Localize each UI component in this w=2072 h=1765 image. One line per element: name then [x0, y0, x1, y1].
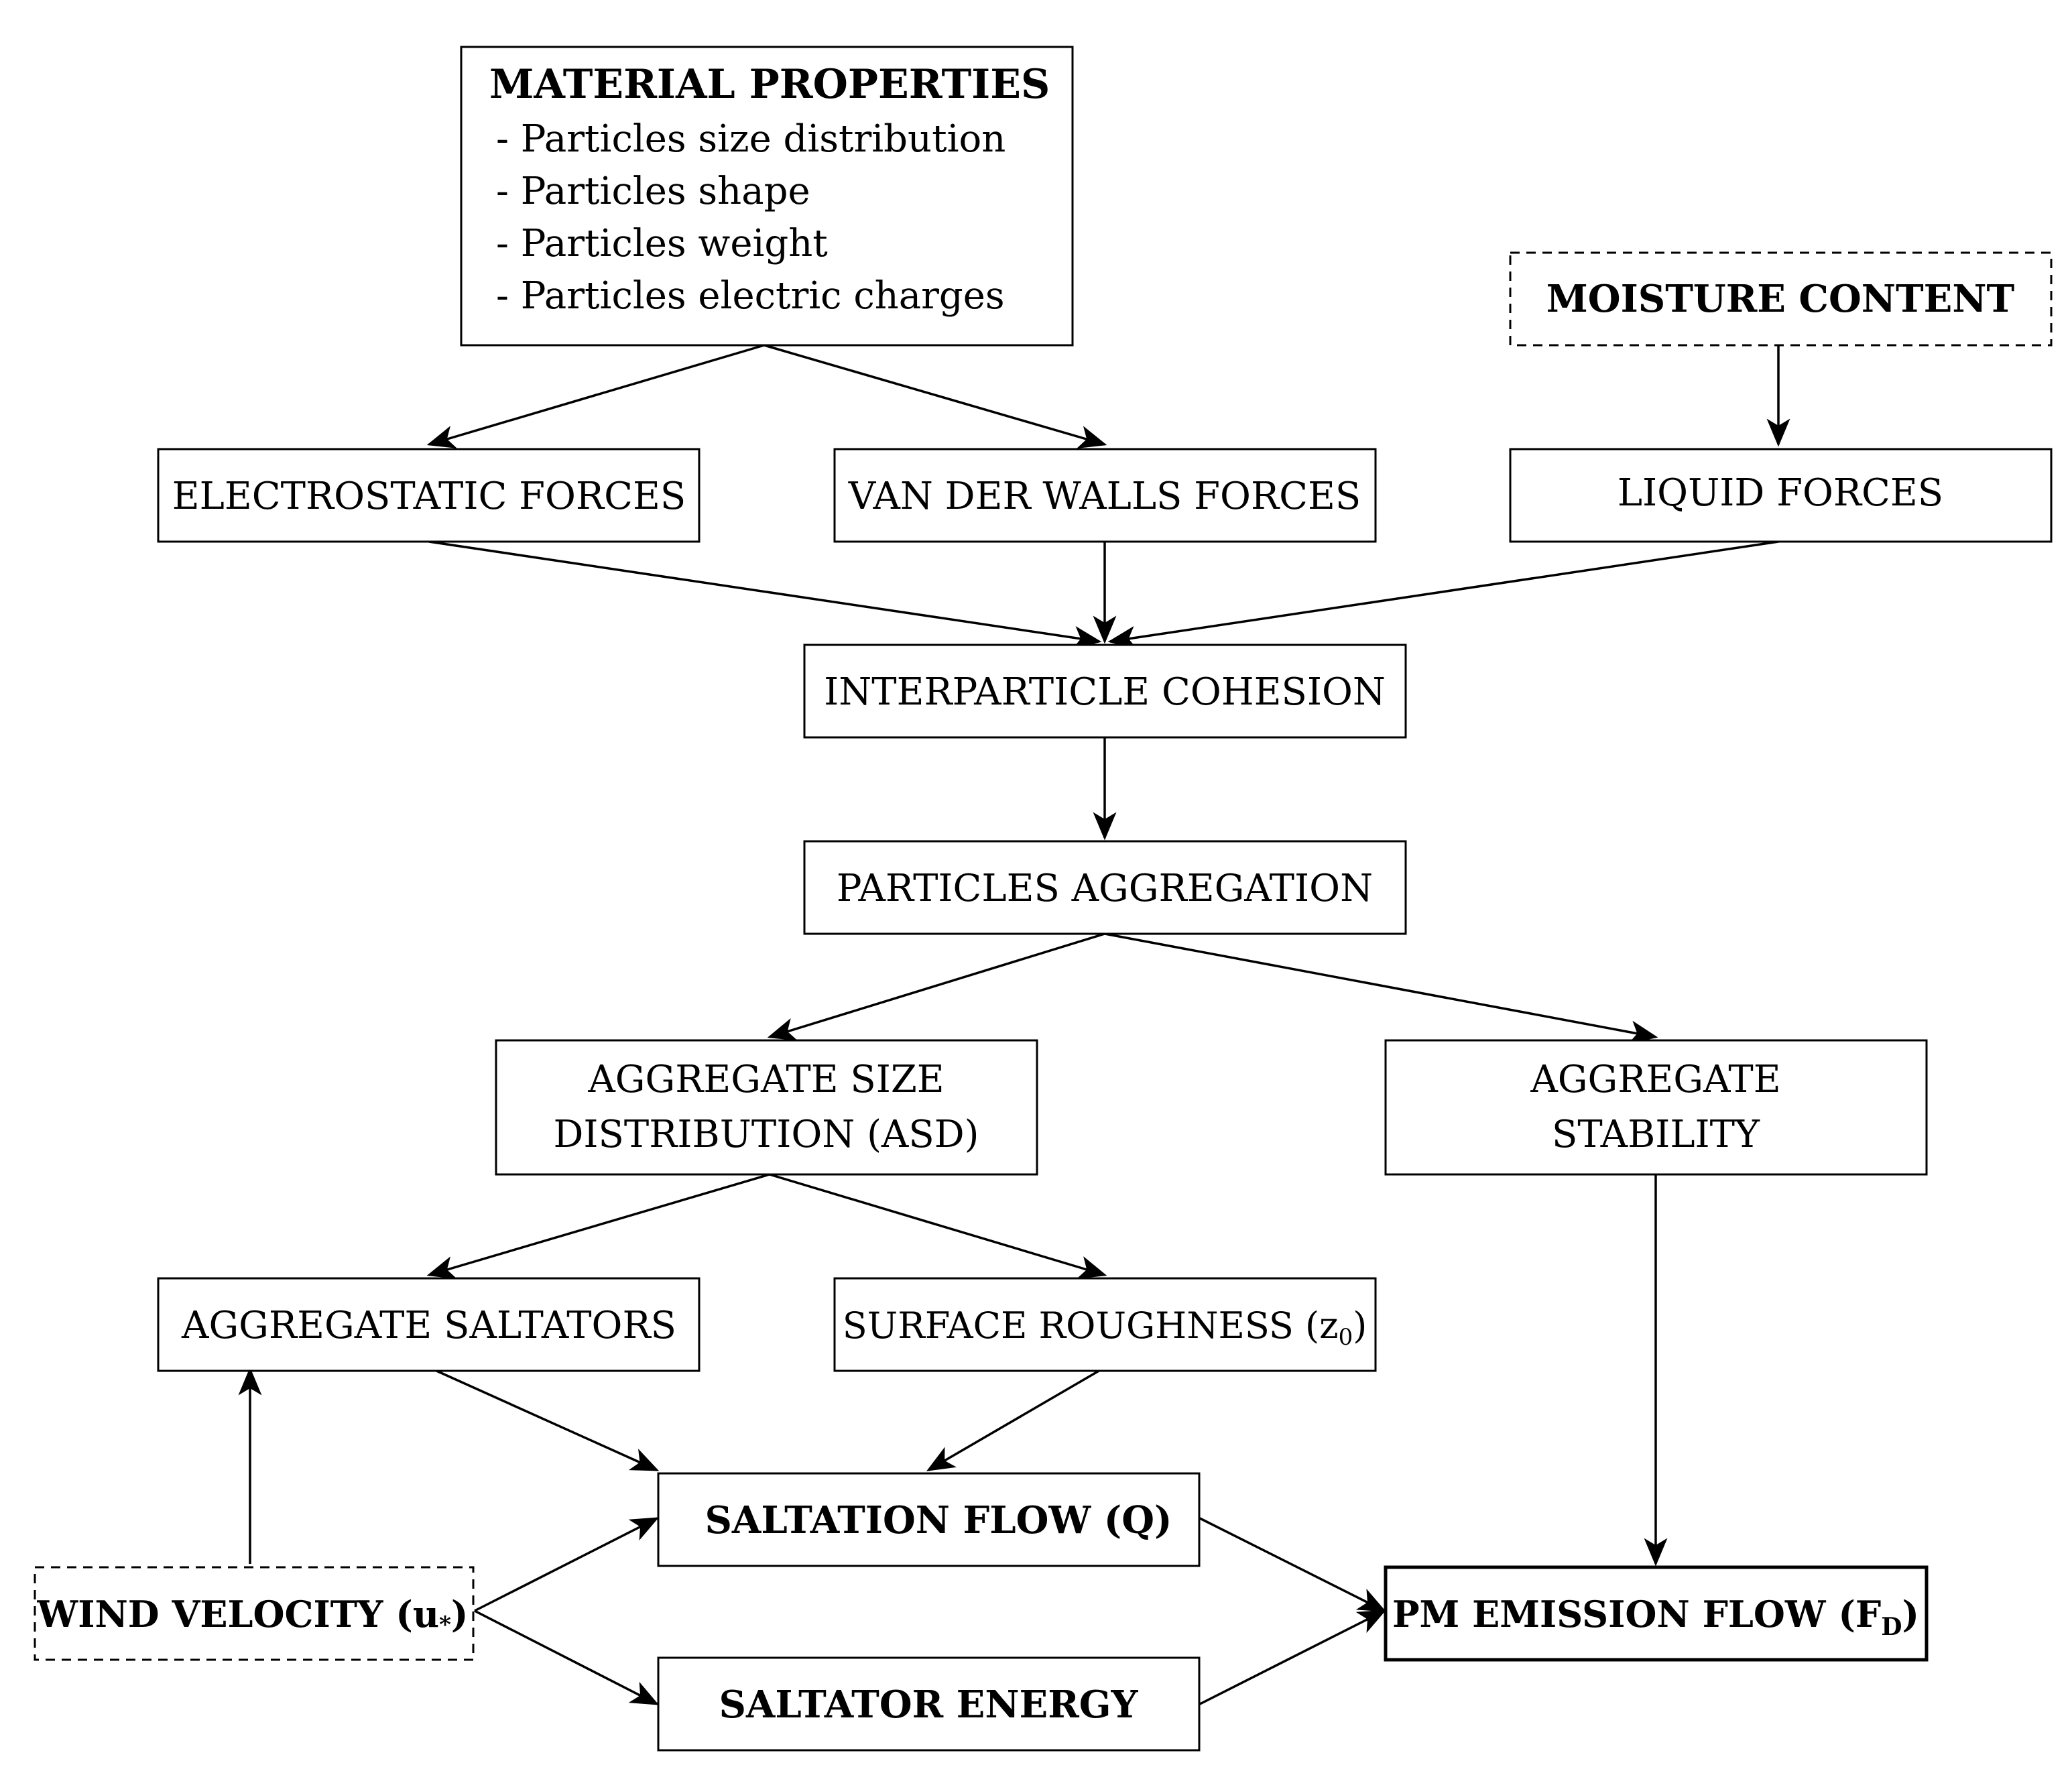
node-saltation-flow: SALTATION FLOW (Q): [657, 1472, 1201, 1567]
material-properties-title: MATERIAL PROPERTIES: [489, 61, 1050, 108]
material-properties-item: - Particles size distribution: [496, 117, 1005, 161]
liquid-forces-label: LIQUID FORCES: [1618, 471, 1943, 515]
node-aggregate-saltators: AGGREGATE SALTATORS: [157, 1277, 700, 1372]
interparticle-cohesion-label: INTERPARTICLE COHESION: [824, 670, 1386, 714]
edge-saltators-to-saltation: [428, 1366, 660, 1471]
surface-roughness-label: SURFACE ROUGHNESS (z0): [843, 1304, 1367, 1351]
asd-label-line1: AGGREGATE SIZE: [587, 1058, 944, 1101]
edge-electrostatic-to-cohesion: [428, 540, 1102, 650]
edge-liquid-to-cohesion: [1107, 540, 1779, 650]
material-properties-item: - Particles electric charges: [496, 274, 1005, 318]
stability-label-line2: STABILITY: [1552, 1113, 1760, 1156]
wind-velocity-label: WIND VELOCITY (u*): [37, 1593, 469, 1638]
node-surface-roughness: SURFACE ROUGHNESS (z0): [833, 1277, 1377, 1372]
edge-material-to-vanderwalls: [764, 344, 1107, 449]
edges: [238, 344, 1790, 1705]
stability-label-line1: AGGREGATE: [1530, 1058, 1780, 1101]
saltator-energy-label: SALTATOR ENERGY: [719, 1683, 1138, 1727]
asd-label-line2: DISTRIBUTION (ASD): [554, 1113, 979, 1156]
node-pm-emission-flow: PM EMISSION FLOW (FD): [1384, 1565, 1929, 1662]
edge-aggregation-to-stability: [1104, 932, 1658, 1044]
edge-roughness-to-saltation: [926, 1366, 1105, 1471]
material-properties-item: - Particles weight: [496, 222, 828, 265]
edge-wind-to-saltation: [474, 1517, 660, 1612]
edge-energy-to-pm: [1199, 1609, 1387, 1705]
electrostatic-forces-label: ELECTROSTATIC FORCES: [172, 475, 686, 518]
node-moisture-content: MOISTURE CONTENT: [1509, 251, 2053, 347]
aggregate-saltators-label: AGGREGATE SALTATORS: [181, 1304, 676, 1347]
particles-aggregation-label: PARTICLES AGGREGATION: [837, 867, 1373, 910]
node-vanderwalls-forces: VAN DER WALLS FORCES: [833, 448, 1377, 543]
node-saltator-energy: SALTATOR ENERGY: [657, 1656, 1201, 1752]
saltation-flow-label: SALTATION FLOW (Q): [705, 1498, 1172, 1542]
edge-asd-to-roughness: [769, 1173, 1107, 1279]
node-aggregate-stability: AGGREGATE STABILITY: [1384, 1039, 1928, 1176]
node-liquid-forces: LIQUID FORCES: [1509, 448, 2053, 543]
material-properties-item: - Particles shape: [496, 170, 810, 213]
moisture-content-label: MOISTURE CONTENT: [1546, 277, 2015, 321]
edge-wind-to-energy: [474, 1609, 660, 1705]
edge-saltation-to-pm: [1199, 1517, 1387, 1612]
node-interparticle-cohesion: INTERPARTICLE COHESION: [803, 644, 1407, 739]
edge-asd-to-saltators: [426, 1173, 770, 1279]
node-material-properties: MATERIAL PROPERTIES - Particles size dis…: [460, 46, 1074, 347]
node-aggregate-size-distribution: AGGREGATE SIZE DISTRIBUTION (ASD): [495, 1039, 1038, 1176]
vanderwalls-forces-label: VAN DER WALLS FORCES: [848, 475, 1361, 518]
node-particles-aggregation: PARTICLES AGGREGATION: [803, 840, 1407, 935]
node-electrostatic-forces: ELECTROSTATIC FORCES: [157, 448, 700, 543]
edge-aggregation-to-asd: [767, 932, 1105, 1041]
pm-emission-flow-label: PM EMISSION FLOW (FD): [1392, 1593, 1919, 1641]
node-wind-velocity: WIND VELOCITY (u*): [34, 1566, 475, 1661]
edge-material-to-electrostatic: [426, 344, 765, 448]
